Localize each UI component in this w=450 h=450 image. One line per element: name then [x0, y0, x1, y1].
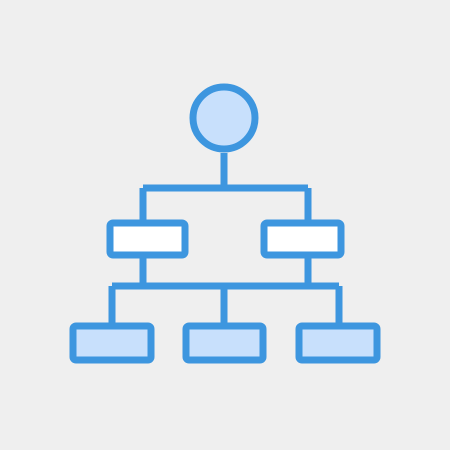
middle-right-node: [260, 219, 345, 259]
bottom-left-node: [69, 322, 155, 364]
middle-left-node: [106, 219, 189, 259]
bottom-right-node: [295, 322, 381, 364]
bottom-center-node: [182, 322, 267, 364]
root-node-circle: [189, 83, 259, 153]
connector-lines: [108, 153, 343, 326]
